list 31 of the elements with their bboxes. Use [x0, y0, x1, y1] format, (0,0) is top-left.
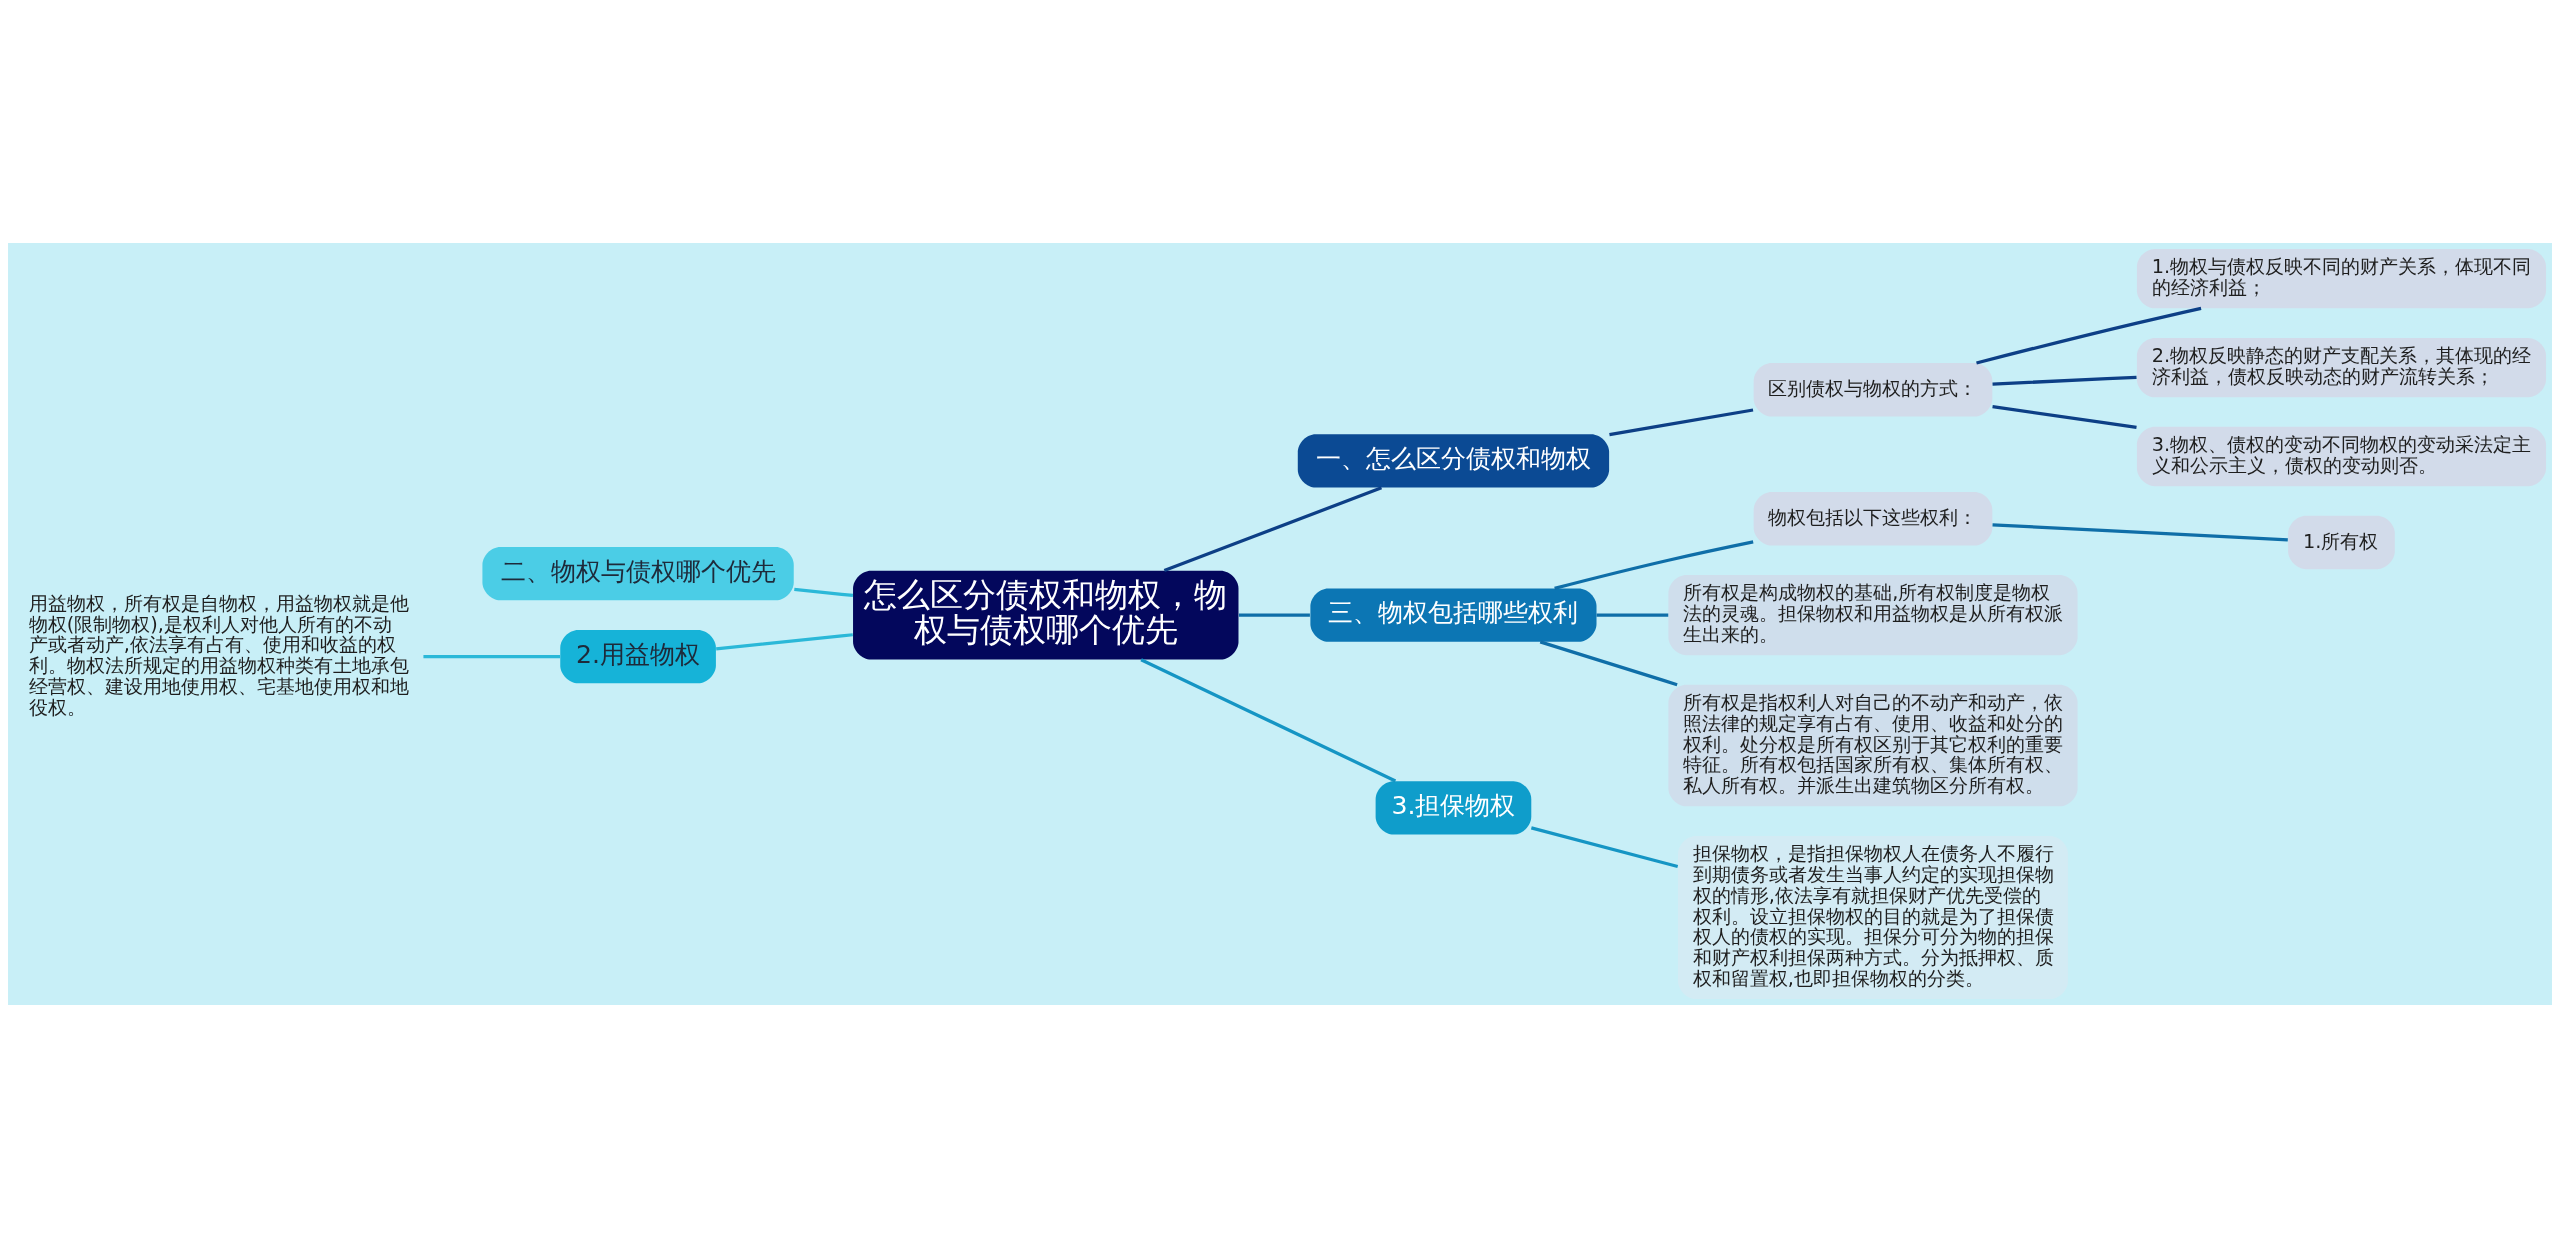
connector	[1238, 613, 1310, 617]
connector	[716, 632, 853, 650]
connector	[1596, 613, 1669, 617]
node-box: 3.物权、债权的变动不同物权的变动采法定主义和公示主义，债权的变动则否。	[2136, 426, 2547, 486]
connector	[794, 587, 854, 597]
node-box: 2.物权反映静态的财产支配关系，其体现的经济利益，债权反映动态的财产流转关系；	[2136, 337, 2547, 397]
connector	[1163, 485, 1383, 572]
node-box: 所有权是构成物权的基础,所有权制度是物权法的灵魂。担保物权和用益物权是从所有权派生出来的。	[1668, 574, 2078, 655]
node-box: 二、物权与债权哪个优先	[482, 546, 794, 600]
connector	[1530, 825, 1679, 868]
node-box: 2.用益物权	[560, 629, 716, 683]
node-box: 一、怎么区分债权和物权	[1297, 433, 1610, 488]
connector	[423, 654, 561, 658]
node-box: 1.物权与债权反映不同的财产关系，体现不同的经济利益；	[2136, 248, 2547, 308]
connector	[1554, 539, 1754, 590]
node-box: 3.担保物权	[1375, 780, 1532, 834]
connector	[1992, 404, 2137, 429]
node-box: 1.所有权	[2288, 515, 2395, 569]
connector	[1992, 522, 2288, 541]
connector	[1976, 306, 2202, 365]
node-box: 担保物权，是指担保物权人在债务人不履行到期债务或者发生当事人约定的实现担保物权的情形,依法享有就担保财产优先受偿的权利。设立担保物权的目的就是为了担保债权人的债权的实现。担保分可分为物的担保和财产权利担保两种方式。分为抵押权、质权和留置权,也即担保物权的分类。	[1678, 835, 2068, 999]
connector	[1539, 639, 1678, 686]
node-box: 三、物权包括哪些权利	[1310, 587, 1597, 642]
node-box: 物权包括以下这些权利：	[1753, 491, 1993, 545]
node-box: 所有权是指权利人对自己的不动产和动产，依照法律的规定享有占有、使用、收益和处分的权利。处分权是所有权区别于其它权利的重要特征。所有权包括国家所有权、集体所有权、私人所有权。并派生出建筑物区分所有权。	[1668, 684, 2078, 806]
connector	[1140, 657, 1397, 782]
node-text: 用益物权，所有权是自物权，用益物权就是他物权(限制物权),是权利人对他人所有的不动产或者动产,依法享有占有、使用和收益的权利。物权法所规定的用益物权种类有土地承包经营权、建设用地使用权、宅基地使用权和地役权。	[28, 591, 409, 719]
node-box: 怎么区分债权和物权，物权与债权哪个优先	[853, 570, 1239, 660]
connector	[1609, 407, 1754, 436]
node-box: 区别债权与物权的方式：	[1753, 362, 1993, 416]
connector	[1992, 375, 2137, 386]
